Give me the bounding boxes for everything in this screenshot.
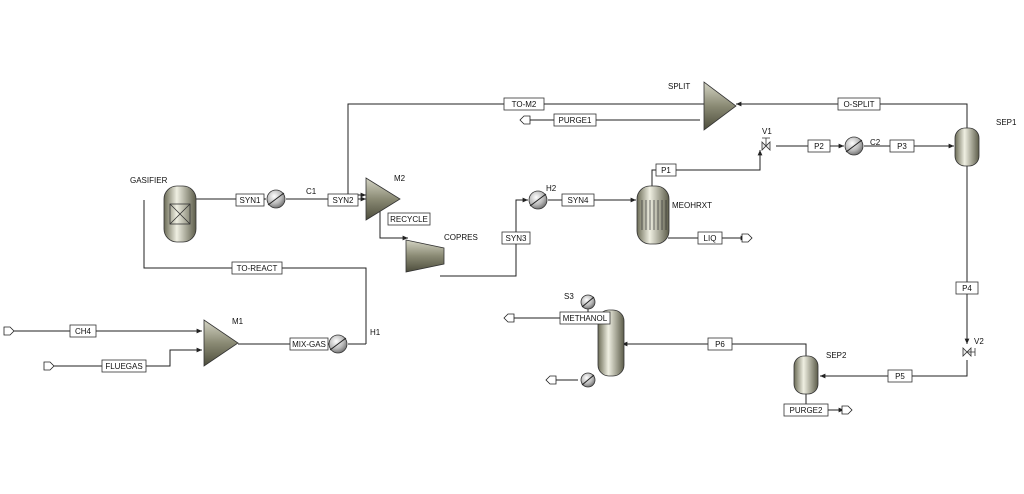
distillation-column[interactable] — [597, 309, 625, 377]
stream-methanol[interactable]: METHANOL — [559, 311, 611, 325]
gasifier-reactor[interactable] — [163, 185, 197, 243]
svg-text:TO-REACT: TO-REACT — [237, 264, 278, 273]
svg-text:SYN3: SYN3 — [506, 234, 527, 243]
stream-p5[interactable]: P5 — [887, 369, 913, 383]
svg-text:SYN1: SYN1 — [240, 196, 261, 205]
stream-liq[interactable]: LIQ — [697, 231, 723, 245]
purge1-product-arrow — [519, 115, 531, 125]
split-splitter[interactable] — [703, 81, 737, 131]
unit-label-m1: M1 — [232, 317, 244, 326]
unit-label-h1: H1 — [370, 328, 381, 337]
stream-o-split[interactable]: O-SPLIT — [837, 97, 881, 111]
svg-text:P3: P3 — [897, 142, 907, 151]
h2-heater[interactable] — [528, 190, 548, 210]
svg-text:LIQ: LIQ — [704, 234, 717, 243]
stream-to-react[interactable]: TO-REACT — [231, 261, 283, 275]
svg-text:PURGE1: PURGE1 — [559, 116, 592, 125]
c2-cooler[interactable] — [844, 136, 864, 156]
stream-syn1[interactable]: SYN1 — [235, 193, 265, 207]
svg-text:TO-M2: TO-M2 — [512, 100, 537, 109]
svg-text:O-SPLIT: O-SPLIT — [843, 100, 874, 109]
svg-text:MIX-GAS: MIX-GAS — [292, 340, 326, 349]
bottoms-product-arrow — [545, 375, 557, 385]
unit-label-meohrxt: MEOHRXT — [672, 201, 712, 210]
v1-valve[interactable] — [761, 137, 771, 151]
svg-text:RECYCLE: RECYCLE — [390, 215, 428, 224]
stream-p3[interactable]: P3 — [889, 139, 915, 153]
methanol-product-arrow — [503, 313, 515, 323]
sep1-flash[interactable] — [954, 127, 980, 167]
svg-text:P6: P6 — [715, 340, 725, 349]
stream-p1[interactable]: P1 — [655, 163, 677, 177]
svg-text:SYN2: SYN2 — [333, 196, 354, 205]
unit-label-v1: V1 — [762, 127, 772, 136]
stream-to-m2[interactable]: TO-M2 — [503, 97, 545, 111]
svg-text:P4: P4 — [962, 284, 972, 293]
unit-label-copres: COPRES — [444, 233, 478, 242]
liq-product-arrow — [741, 233, 753, 243]
v2-valve[interactable] — [962, 347, 976, 357]
svg-text:SYN4: SYN4 — [568, 196, 589, 205]
svg-text:FLUEGAS: FLUEGAS — [105, 362, 142, 371]
unit-label-split: SPLIT — [668, 82, 690, 91]
svg-text:PURGE2: PURGE2 — [790, 406, 823, 415]
sep2-flash[interactable] — [793, 355, 819, 395]
s3-condenser[interactable] — [580, 294, 596, 310]
unit-label-c2: C2 — [870, 138, 881, 147]
stream-syn2[interactable]: SYN2 — [327, 193, 359, 207]
stream-syn4[interactable]: SYN4 — [561, 193, 595, 207]
svg-text:CH4: CH4 — [75, 327, 92, 336]
unit-label-m2: M2 — [394, 174, 406, 183]
unit-label-s3: S3 — [564, 292, 574, 301]
svg-text:P1: P1 — [661, 166, 671, 175]
stream-p6[interactable]: P6 — [707, 337, 733, 351]
stream-purge2[interactable]: PURGE2 — [783, 403, 829, 417]
stream-p4[interactable]: P4 — [955, 281, 979, 295]
unit-label-c1: C1 — [306, 187, 317, 196]
purge2-product-arrow — [841, 405, 853, 415]
unit-label-h2: H2 — [546, 184, 557, 193]
svg-text:METHANOL: METHANOL — [563, 314, 608, 323]
stream-ch4[interactable]: CH4 — [69, 324, 97, 338]
ch4-feed-arrow — [3, 326, 15, 336]
svg-text:P2: P2 — [814, 142, 824, 151]
meohrxt-reactor[interactable] — [636, 185, 670, 245]
unit-label-sep1: SEP1 — [996, 118, 1017, 127]
stream-mix-gas[interactable]: MIX-GAS — [289, 337, 329, 351]
reboiler[interactable] — [580, 372, 596, 388]
stream-recycle[interactable]: RECYCLE — [387, 212, 431, 226]
copres-compressor[interactable] — [405, 239, 445, 273]
stream-p2[interactable]: P2 — [807, 139, 831, 153]
h1-heater[interactable] — [328, 334, 348, 354]
stream-purge1[interactable]: PURGE1 — [553, 113, 597, 127]
stream-fluegas[interactable]: FLUEGAS — [101, 359, 147, 373]
unit-label-sep2: SEP2 — [826, 351, 847, 360]
svg-text:P5: P5 — [895, 372, 905, 381]
stream-syn3[interactable]: SYN3 — [501, 231, 531, 245]
m2-mixer[interactable] — [365, 177, 401, 221]
c1-cooler[interactable] — [266, 189, 286, 209]
m1-mixer[interactable] — [203, 319, 239, 367]
unit-label-gasifier: GASIFIER — [130, 176, 168, 185]
unit-label-v2: V2 — [974, 337, 984, 346]
fluegas-feed-arrow — [43, 361, 55, 371]
